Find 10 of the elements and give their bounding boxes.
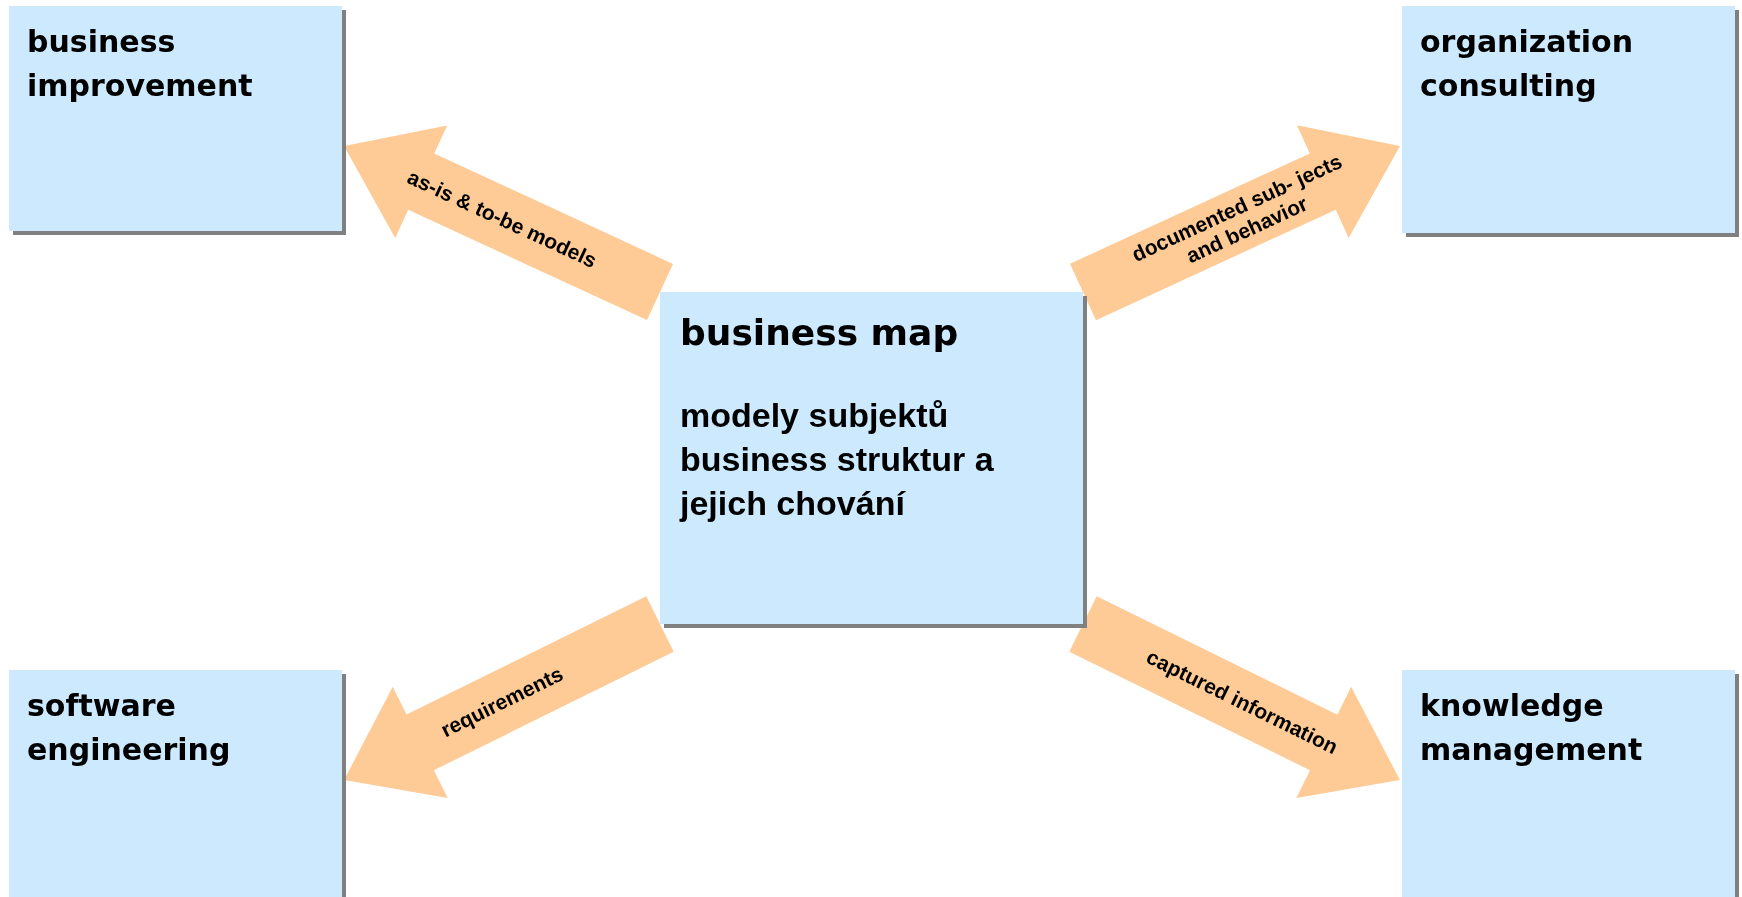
box-title: organization consulting xyxy=(1420,23,1635,105)
box-title: software engineering xyxy=(27,687,232,769)
box-title: business improvement xyxy=(27,23,254,105)
block-arrow xyxy=(344,596,674,798)
block-arrow xyxy=(1070,125,1400,321)
box-title: business map xyxy=(680,312,960,353)
block-arrow xyxy=(1069,596,1400,799)
block-arrow xyxy=(344,125,673,321)
box-description: modely subjektů business struktur a jejich chování xyxy=(680,395,995,525)
box-title: knowledge management xyxy=(1420,687,1644,769)
